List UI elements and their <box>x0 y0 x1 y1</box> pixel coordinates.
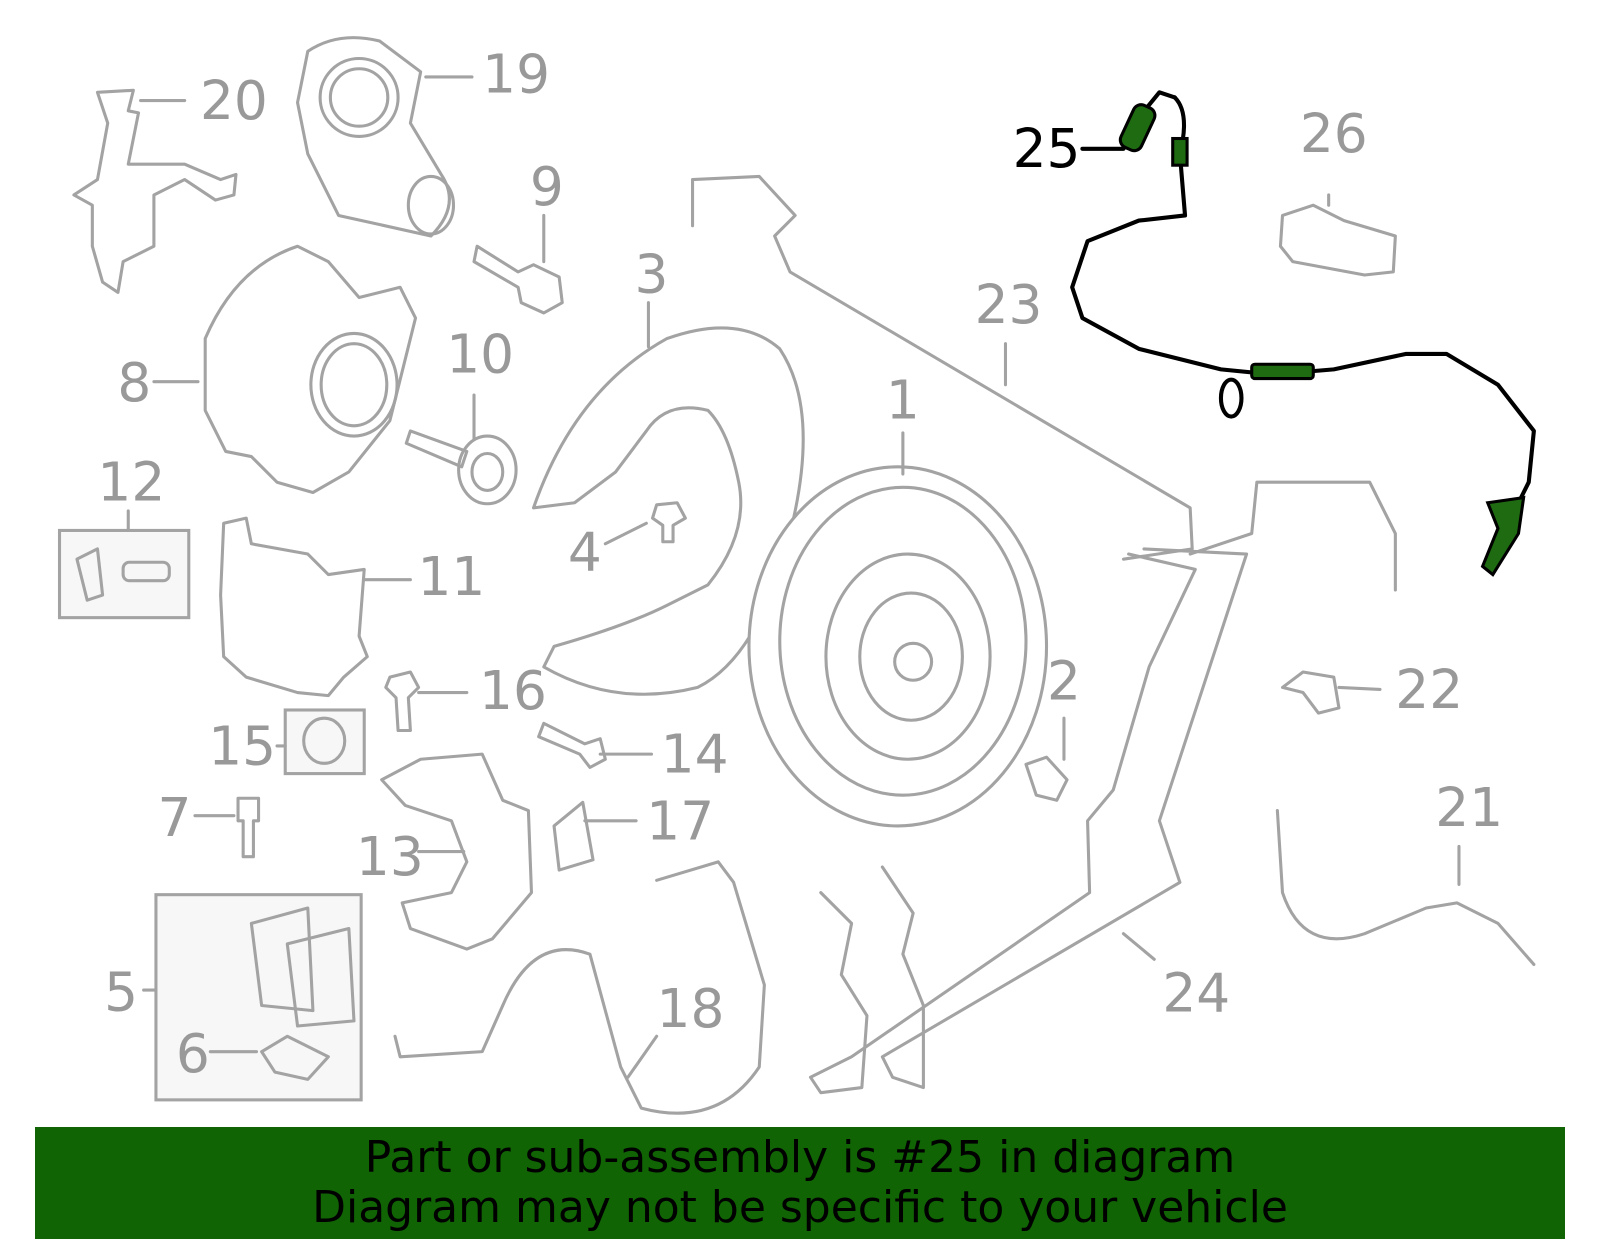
part-2-screw <box>1024 755 1069 802</box>
part-1-rotor <box>747 465 1049 828</box>
callout-6: 6 <box>176 1022 210 1085</box>
part-23-brake-line <box>691 174 1194 561</box>
callout-17: 17 <box>646 789 714 852</box>
part-19-motor <box>296 36 451 238</box>
part-26-bracket <box>1278 203 1397 277</box>
callout-20: 20 <box>200 69 268 132</box>
callout-12: 12 <box>97 451 165 514</box>
part-25-brake-wear-sensor <box>1070 90 1536 577</box>
callout-9: 9 <box>530 155 564 218</box>
callout-5: 5 <box>104 961 138 1024</box>
part-21-sensor <box>1275 809 1536 966</box>
callout-22: 22 <box>1395 658 1463 721</box>
callout-1: 1 <box>886 369 920 432</box>
part-7-bolt <box>236 796 261 859</box>
part-6-clips <box>260 1034 330 1081</box>
part-24-brake-lines <box>809 480 1397 1095</box>
callout-7: 7 <box>157 786 191 849</box>
banner-line-1: Part or sub-assembly is #25 in diagram <box>364 1132 1236 1183</box>
part-8-hub <box>203 244 418 495</box>
part-11-caliper <box>219 516 369 698</box>
part-3-dust-shield <box>531 326 805 696</box>
part-20-bracket <box>72 88 238 294</box>
callout-11: 11 <box>417 545 485 608</box>
callout-14: 14 <box>661 723 729 786</box>
callout-18: 18 <box>657 977 725 1040</box>
info-banner: Part or sub-assembly is #25 in diagram D… <box>35 1127 1565 1239</box>
part-22-clip <box>1280 670 1341 715</box>
part-5-pads-box <box>154 893 363 1102</box>
callout-8: 8 <box>117 351 151 414</box>
part-17-clip <box>552 800 595 872</box>
part-13-carrier <box>380 752 534 951</box>
part-18-wire <box>393 860 766 1115</box>
part-14-bolt <box>537 721 607 769</box>
part-16-bolt <box>384 670 421 733</box>
callout-21: 21 <box>1435 776 1503 839</box>
callout-19: 19 <box>482 42 550 105</box>
callout-3: 3 <box>635 242 669 305</box>
callout-arrows <box>126 75 1461 1079</box>
banner-line-2: Diagram may not be specific to your vehi… <box>312 1182 1288 1233</box>
callout-13: 13 <box>356 825 424 888</box>
callout-26: 26 <box>1300 102 1368 165</box>
part-9-bolt <box>472 244 564 315</box>
callout-10: 10 <box>446 322 514 385</box>
callout-15: 15 <box>208 714 276 777</box>
callout-23: 23 <box>975 273 1043 336</box>
part-15-box <box>283 708 366 776</box>
callout-2: 2 <box>1047 650 1081 713</box>
part-10-bolt <box>404 429 469 469</box>
callout-24: 24 <box>1162 962 1230 1025</box>
callout-4: 4 <box>568 520 602 583</box>
callout-16: 16 <box>479 659 547 722</box>
callout-25-highlighted: 25 <box>1013 117 1081 180</box>
part-4-screw <box>650 501 687 544</box>
